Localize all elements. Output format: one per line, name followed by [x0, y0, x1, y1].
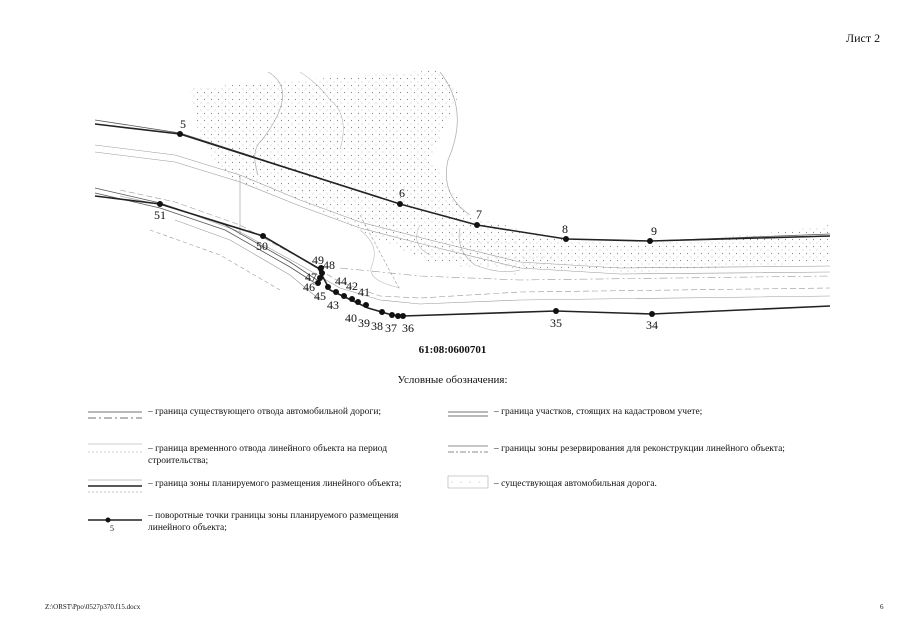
point-label: 43: [327, 298, 339, 312]
sheet-label: Лист 2: [846, 31, 881, 45]
point-label: 9: [651, 224, 657, 238]
legend-item-turning-points: – поворотные точки границы зоны планируе…: [148, 511, 399, 533]
point-label: 40: [345, 311, 357, 325]
point-label: 45: [314, 289, 326, 303]
point-label: 7: [476, 207, 482, 221]
legend-item-existing-allotment: – граница существующего отвода автомобил…: [148, 407, 382, 417]
point-label: 48: [323, 258, 335, 272]
legend-item-temp-allotment: – граница временного отвода линейного об…: [148, 444, 388, 466]
point-label: 34: [646, 318, 658, 332]
point-label: 36: [402, 321, 414, 335]
legend-samples: 5: [88, 411, 489, 533]
parcel-code: 61:08:0600701: [418, 344, 487, 356]
point-label: 5: [180, 117, 186, 131]
legend-title: Условные обозначения:: [397, 374, 508, 386]
point-label: 39: [358, 316, 370, 330]
legend-item-existing-road: – существующая автомобильная дорога.: [494, 479, 657, 489]
terrain-area: [190, 70, 830, 272]
point-label: 42: [346, 279, 358, 293]
page-number: 6: [880, 603, 884, 611]
point-label: 47: [305, 270, 317, 284]
point-label: 41: [358, 285, 370, 299]
point-label: 38: [371, 319, 383, 333]
point-label: 37: [385, 321, 397, 335]
footer-file-path: Z:\ORST\Ppo\0527p370.f15.docx: [45, 603, 141, 611]
legend-item-registered-parcels: – граница участков, стоящих на кадастров…: [494, 407, 703, 417]
point-label: 35: [550, 316, 562, 330]
legend-item-reserve-zone: – границы зоны резервирования для реконс…: [494, 444, 785, 454]
legend-sample-label: 5: [110, 524, 114, 533]
legend-item-planned-zone: – граница зоны планируемого размещения л…: [148, 479, 402, 489]
map-drawing: 5 6 7 8 9 51 50 49 48 47 46 45 44 42 41 …: [94, 70, 831, 335]
point-label: 49: [312, 253, 324, 267]
point-label: 8: [562, 222, 568, 236]
point-label: 46: [303, 280, 315, 294]
point-label: 50: [256, 239, 268, 253]
point-label: 6: [399, 186, 405, 200]
turning-points: [157, 131, 655, 319]
point-label: 51: [154, 208, 166, 222]
point-label: 44: [335, 274, 347, 288]
